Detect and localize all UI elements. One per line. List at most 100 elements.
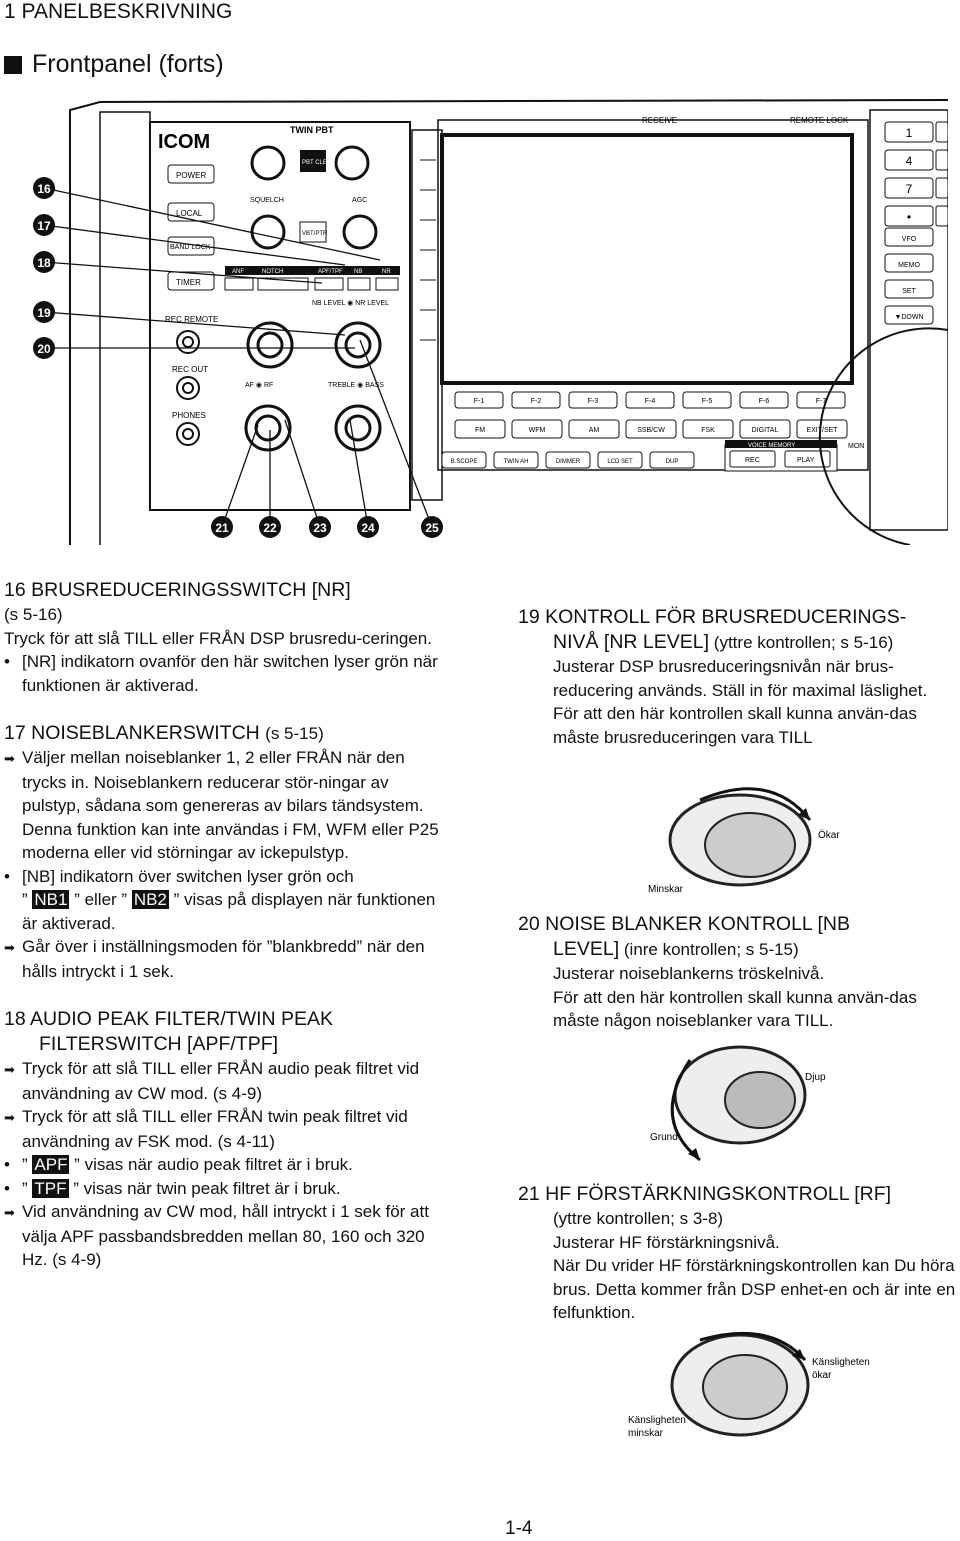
s16-ref: (s 5-16)	[4, 605, 63, 624]
side-key[interactable]	[884, 253, 934, 273]
callout-line	[43, 311, 346, 336]
panel-key[interactable]	[649, 451, 695, 469]
panel-key[interactable]	[441, 451, 487, 469]
timer-label: TIMER	[176, 278, 201, 287]
rec-remote-jack[interactable]	[176, 330, 200, 354]
apf-tpf-button[interactable]	[314, 277, 344, 291]
nb-level-label: NB LEVEL ◉ NR LEVEL	[312, 300, 389, 307]
panel-key[interactable]	[739, 391, 789, 409]
side-key[interactable]	[884, 305, 934, 325]
callout-number: 17	[37, 219, 51, 233]
rec-out-jack[interactable]	[176, 376, 200, 400]
panel-key[interactable]	[454, 391, 504, 409]
side-key[interactable]	[884, 227, 934, 247]
side-key[interactable]	[884, 279, 934, 299]
callout-badge	[33, 251, 55, 273]
af-rf-knob[interactable]	[244, 404, 292, 452]
s16-body: Tryck för att slå TILL eller FRÅN DSP br…	[4, 628, 432, 648]
keypad-key-edge[interactable]	[935, 177, 948, 199]
callout-badge	[33, 214, 55, 236]
nb-nr-level-knob[interactable]	[334, 321, 382, 369]
panel-key[interactable]	[545, 451, 591, 469]
panel-key-label: F-2	[531, 398, 542, 405]
nr-less-label: Minskar	[648, 884, 684, 895]
nb-label: NB	[354, 269, 362, 275]
side-key-label: VFO	[902, 236, 917, 243]
anf-button[interactable]	[224, 277, 254, 291]
rec-remote-label: REC REMOTE	[165, 315, 218, 324]
keypad-key[interactable]	[884, 121, 934, 143]
nr-button[interactable]	[375, 277, 399, 291]
af-rf-outer-knob[interactable]	[246, 321, 294, 369]
s19-title-2: NIVÅ [NR LEVEL]	[553, 631, 710, 653]
panel-key[interactable]	[682, 419, 734, 439]
timer-button[interactable]	[167, 271, 215, 291]
rec-label: REC	[745, 457, 760, 464]
nb-shallow-label: Grund	[650, 1132, 678, 1143]
keypad-key[interactable]	[884, 205, 934, 227]
power-button[interactable]	[167, 164, 215, 184]
remote-lock-label: REMOTE LOCK	[790, 116, 849, 125]
agc-label: AGC	[352, 197, 367, 204]
callout-badge	[33, 177, 55, 199]
nb-button[interactable]	[347, 277, 371, 291]
callout-number: 18	[37, 256, 51, 270]
s18-arrow-3-text: Vid användning av CW mod, håll intryckt …	[22, 1202, 429, 1269]
keypad-key-label: 1	[906, 126, 913, 140]
panel-key[interactable]	[568, 391, 618, 409]
panel-key[interactable]	[493, 451, 539, 469]
s19-body-1: Justerar DSP brusreduceringsnivån när br…	[553, 657, 928, 700]
s16-bullet: [NR] indikatorn ovanför den här switchen…	[4, 650, 444, 697]
s19-title-1: 19 KONTROLL FÖR BRUSREDUCERINGS-	[518, 606, 907, 628]
panel-key[interactable]	[454, 419, 506, 439]
agc-knob[interactable]	[342, 214, 378, 250]
twin-pbt-label: TWIN PBT	[290, 125, 334, 135]
panel-key[interactable]	[625, 419, 677, 439]
keypad-key[interactable]	[884, 177, 934, 199]
panel-key-label: EXIT/SET	[806, 427, 838, 434]
callout-number: 25	[425, 521, 439, 535]
pbt-clear-label: PBT CLEAR	[302, 160, 336, 166]
s20-title-1: 20 NOISE BLANKER KONTROLL [NB	[518, 913, 850, 935]
vbt-ptr-button[interactable]	[299, 221, 327, 243]
keypad-key-edge[interactable]	[935, 205, 948, 227]
phones-jack[interactable]	[176, 422, 200, 446]
notch-label: NOTCH	[262, 269, 283, 275]
keypad-key[interactable]	[884, 149, 934, 171]
panel-key[interactable]	[625, 391, 675, 409]
rf-more-label-1: Känsligheten	[812, 1357, 870, 1368]
panel-key[interactable]	[682, 391, 732, 409]
panel-key[interactable]	[568, 419, 620, 439]
side-key-label: MEMO	[898, 262, 920, 269]
callout-line	[349, 419, 369, 528]
treble-bass-knob[interactable]	[334, 404, 382, 452]
s18-bullet-1: ” APF ” visas när audio peak filtret är …	[4, 1153, 444, 1177]
main-dial[interactable]	[818, 327, 948, 545]
keypad-key-label: 7	[906, 182, 913, 196]
band-lock-button[interactable]	[167, 236, 215, 256]
rec-out-label: REC OUT	[172, 365, 208, 374]
rec-button[interactable]	[729, 450, 776, 468]
pbt-clear-button[interactable]	[300, 150, 326, 172]
panel-key[interactable]	[597, 451, 643, 469]
panel-key-label: F-7	[816, 398, 827, 405]
nb2-indicator: NB2	[131, 890, 169, 909]
keypad-key-edge[interactable]	[935, 149, 948, 171]
panel-key[interactable]	[796, 391, 846, 409]
side-key-label: SET	[902, 288, 916, 295]
twin-pbt-inner-knob[interactable]	[250, 145, 286, 181]
panel-key[interactable]	[511, 391, 561, 409]
squelch-knob[interactable]	[250, 214, 286, 250]
panel-key[interactable]	[739, 419, 791, 439]
keypad-key-edge[interactable]	[935, 121, 948, 143]
s18-title-2: FILTERSWITCH [APF/TPF]	[39, 1033, 279, 1055]
s20-body-1: Justerar noiseblankerns tröskelnivå.	[553, 964, 825, 983]
twin-pbt-outer-knob[interactable]	[334, 145, 370, 181]
play-label: PLAY	[797, 457, 815, 464]
s17-bullet: [NB] indikatorn över switchen lyser grön…	[4, 865, 444, 936]
play-button[interactable]	[784, 450, 831, 468]
panel-key[interactable]	[511, 419, 563, 439]
s20-ref: (inre kontrollen; s 5-15)	[623, 940, 799, 959]
